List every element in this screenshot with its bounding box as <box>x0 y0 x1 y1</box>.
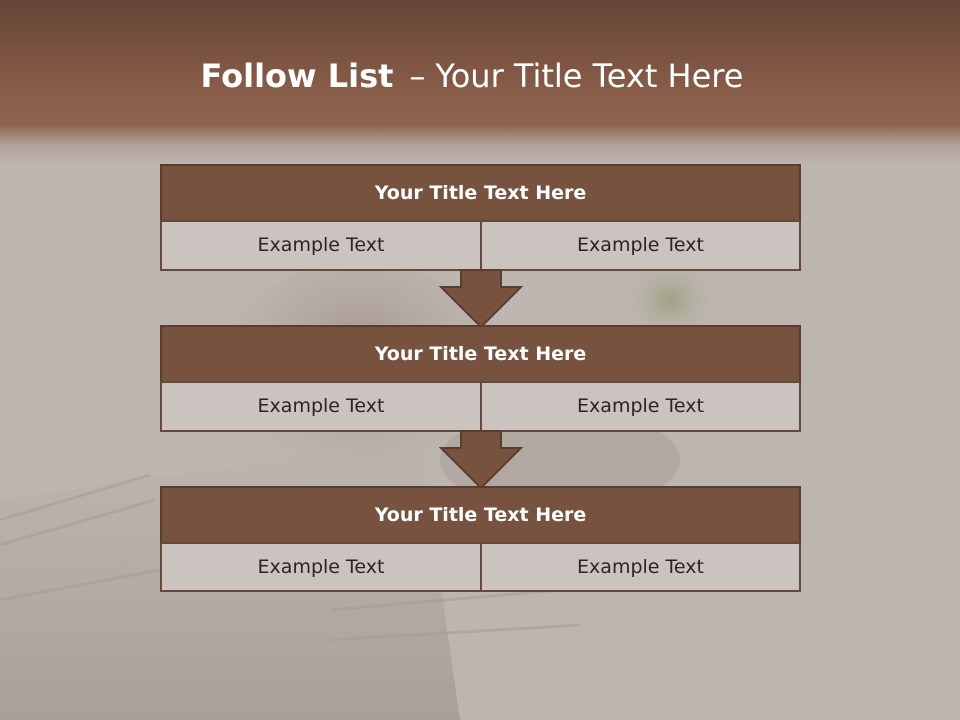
block-right-cell: Example Text <box>480 220 801 271</box>
page-title: Follow List–Your Title Text Here <box>0 52 944 100</box>
block-heading: Your Title Text Here <box>160 325 801 383</box>
block-right-cell: Example Text <box>480 381 801 432</box>
down-arrow-icon <box>439 430 523 490</box>
down-arrow-icon <box>439 269 523 329</box>
block-left-cell: Example Text <box>160 220 482 271</box>
title-bold-part: Follow List <box>200 57 394 95</box>
block-left-cell: Example Text <box>160 381 482 432</box>
block-heading: Your Title Text Here <box>160 486 801 544</box>
block-left-cell: Example Text <box>160 542 482 592</box>
block-heading: Your Title Text Here <box>160 164 801 222</box>
header-band <box>0 0 960 165</box>
block-right-cell: Example Text <box>480 542 801 592</box>
title-separator: – <box>409 57 426 95</box>
title-subtitle-part: Your Title Text Here <box>435 57 744 95</box>
